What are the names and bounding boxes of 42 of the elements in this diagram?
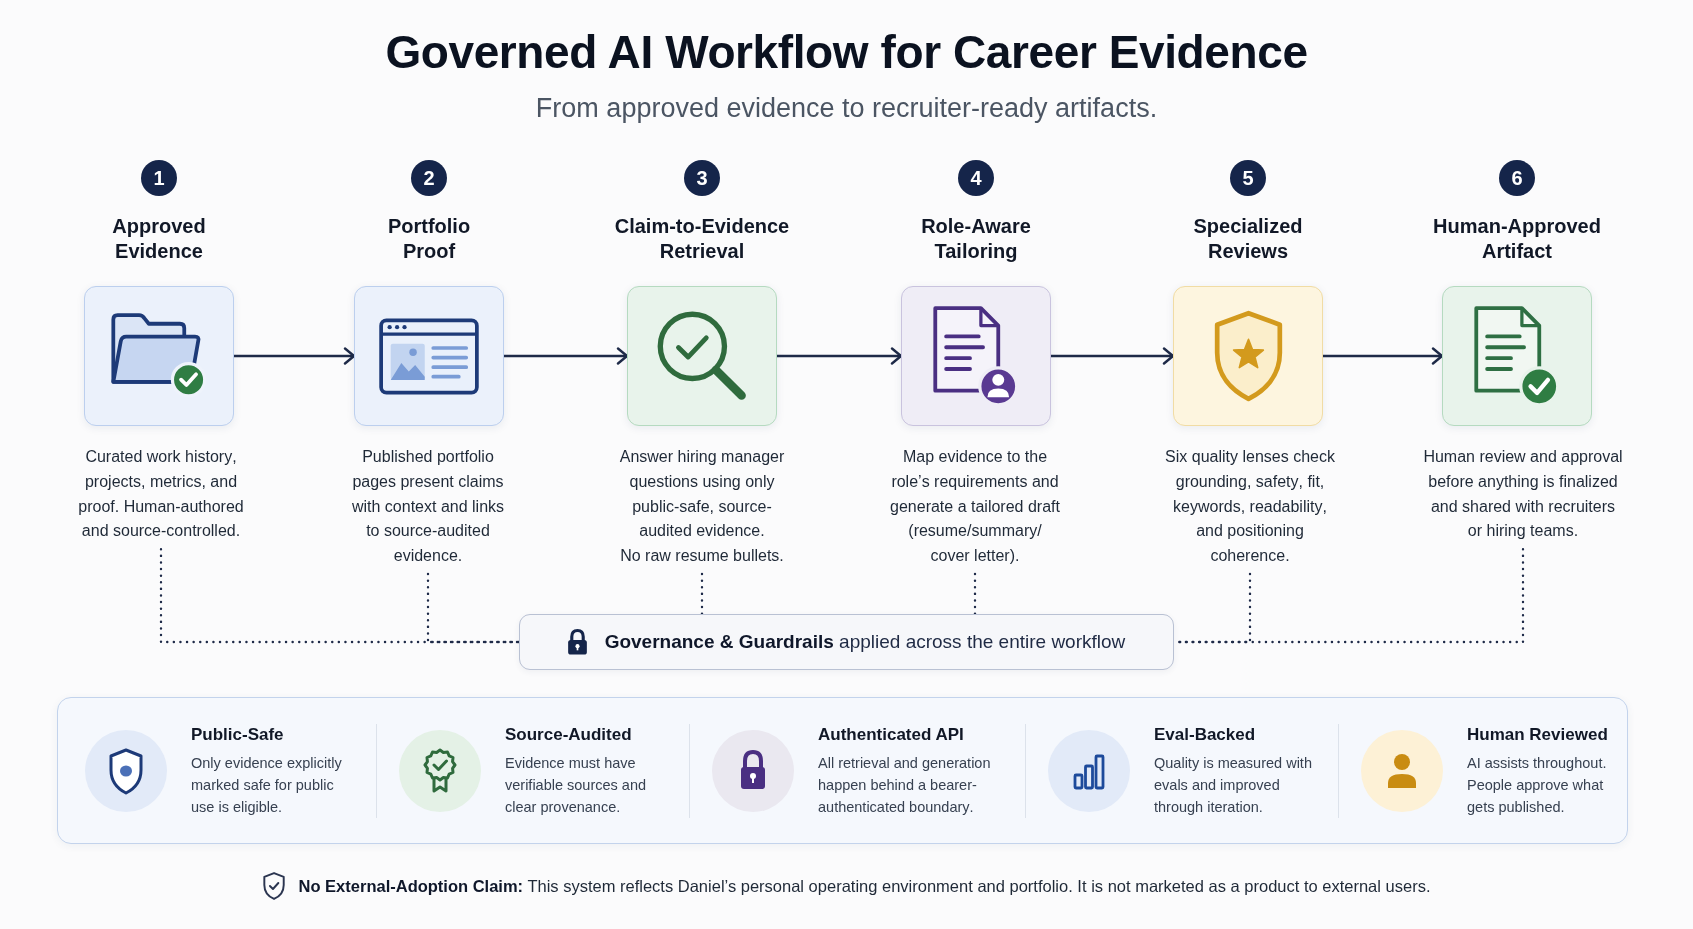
dotted-connector [426,572,521,644]
step-description: Curated work history, projects, metrics, and proof. Human-authored and source-controlled. [71,445,251,545]
step-heading: Specialized Reviews [1192,214,1304,264]
arrow [234,347,356,365]
step-heading: Claim-to-Evidence Retrieval [613,214,791,264]
principle-description: All retrieval and generation happen behind a bearer-authenticated boundary. [818,753,992,817]
step-description: Human review and approval before anything is finalized and shared with recruiters or hiring teams. [1422,445,1624,545]
principle-title: Authenticated API [818,723,964,746]
step-heading: Portfolio Proof [386,214,472,264]
principles-panel [57,697,1628,844]
step-description: Answer hiring manager questions using only public-safe, source-audited evidence. No raw resume bullets. [616,445,788,569]
step-number-badge: 2 [411,160,447,196]
step-heading: Approved Evidence [111,214,207,264]
principle-title: Source-Audited [505,723,632,746]
arrow [1051,347,1175,365]
step-heading: Role-Aware Tailoring [920,214,1032,264]
dotted-connector [973,572,977,616]
principle-description: Only evidence explicitly marked safe for public use is eligible. [191,753,343,817]
step-number-badge: 5 [1230,160,1266,196]
principle-title: Public-Safe [191,723,284,746]
step-number-badge: 4 [958,160,994,196]
subtitle: From approved evidence to recruiter-ready artifacts. [535,92,1158,124]
step-description: Published portfolio pages present claims with context and links to source-audited evidence. [347,445,509,569]
step-description: Map evidence to the role’s requirements and generate a tailored draft (resume/summary/ cover letter). [888,445,1062,569]
step-number-badge: 1 [141,160,177,196]
disclaimer-note: No External-Adoption Claim: This system reflects Daniel’s personal operating environment and portfolio. It is not marketed as a product to external users. [298,876,1431,896]
principle-title: Human Reviewed [1467,723,1608,746]
governance-banner [519,614,1174,670]
arrow [1323,347,1444,365]
principle-title: Eval-Backed [1154,723,1256,746]
principle-description: AI assists throughout. People approve what gets published. [1467,753,1608,817]
principle-description: Evidence must have verifiable sources and clear provenance. [505,753,648,817]
step-description: Six quality lenses check grounding, safety, fit, keywords, readability, and positioning coherence. [1161,445,1339,569]
arrow [504,347,629,365]
diagram-title: Governed AI Workflow for Career Evidence [385,25,1308,80]
governance-text: Governance & Guardrails applied across the entire workflow [604,631,1126,653]
step-heading: Human-Approved Artifact [1432,214,1602,264]
step-number-badge: 3 [684,160,720,196]
arrow [777,347,903,365]
dotted-connector [700,572,704,616]
step-number-badge: 6 [1499,160,1535,196]
principle-description: Quality is measured with evals and improved through iteration. [1154,753,1313,817]
